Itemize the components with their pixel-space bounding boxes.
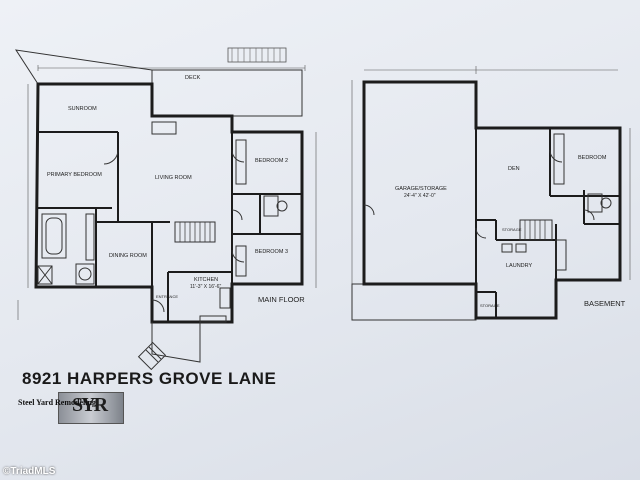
garage-size-label: 24'-4" X 42'-0" bbox=[404, 193, 436, 199]
living-room-label: LIVING ROOM bbox=[155, 175, 192, 181]
primary-bedroom-label: PRIMARY BEDROOM bbox=[47, 172, 102, 178]
entrance-label: ENTRANCE bbox=[156, 294, 178, 299]
kitchen-label: KITCHEN bbox=[194, 277, 218, 283]
mls-watermark: ©TriadMLS bbox=[3, 466, 56, 477]
main-floor-label: MAIN FLOOR bbox=[258, 295, 305, 304]
main-floor-plan: DECK SUNROOM PRIMARY BEDROOM LIVING ROOM… bbox=[14, 47, 317, 371]
basement-label: BASEMENT bbox=[584, 299, 626, 308]
logo-name: Steel Yard Remodeling bbox=[18, 398, 96, 407]
company-logo: SYR Steel Yard Remodeling bbox=[14, 392, 124, 424]
den-label: DEN bbox=[508, 166, 520, 172]
property-address: 8921 HARPERS GROVE LANE bbox=[22, 369, 277, 388]
storage-2-label: STORAGE bbox=[480, 303, 500, 308]
kitchen-size-label: 11'-3" X 16'-6" bbox=[190, 284, 221, 290]
bedroom-2-label: BEDROOM 2 bbox=[255, 158, 288, 164]
garage-storage-label: GARAGE/STORAGE bbox=[395, 186, 447, 192]
laundry-label: LAUNDRY bbox=[506, 263, 533, 269]
basement-plan: GARAGE/STORAGE 24'-4" X 42'-0" DEN BEDRO… bbox=[351, 66, 631, 321]
logo-mark: SYR bbox=[72, 394, 108, 416]
sunroom-label: SUNROOM bbox=[68, 106, 97, 112]
logo-mark-box bbox=[58, 392, 124, 424]
basement-bedroom-label: BEDROOM bbox=[578, 155, 607, 161]
deck-label: DECK bbox=[185, 75, 201, 81]
dining-room-label: DINING ROOM bbox=[109, 253, 147, 259]
bedroom-3-label: BEDROOM 3 bbox=[255, 249, 288, 255]
storage-label: STORAGE bbox=[502, 227, 522, 232]
